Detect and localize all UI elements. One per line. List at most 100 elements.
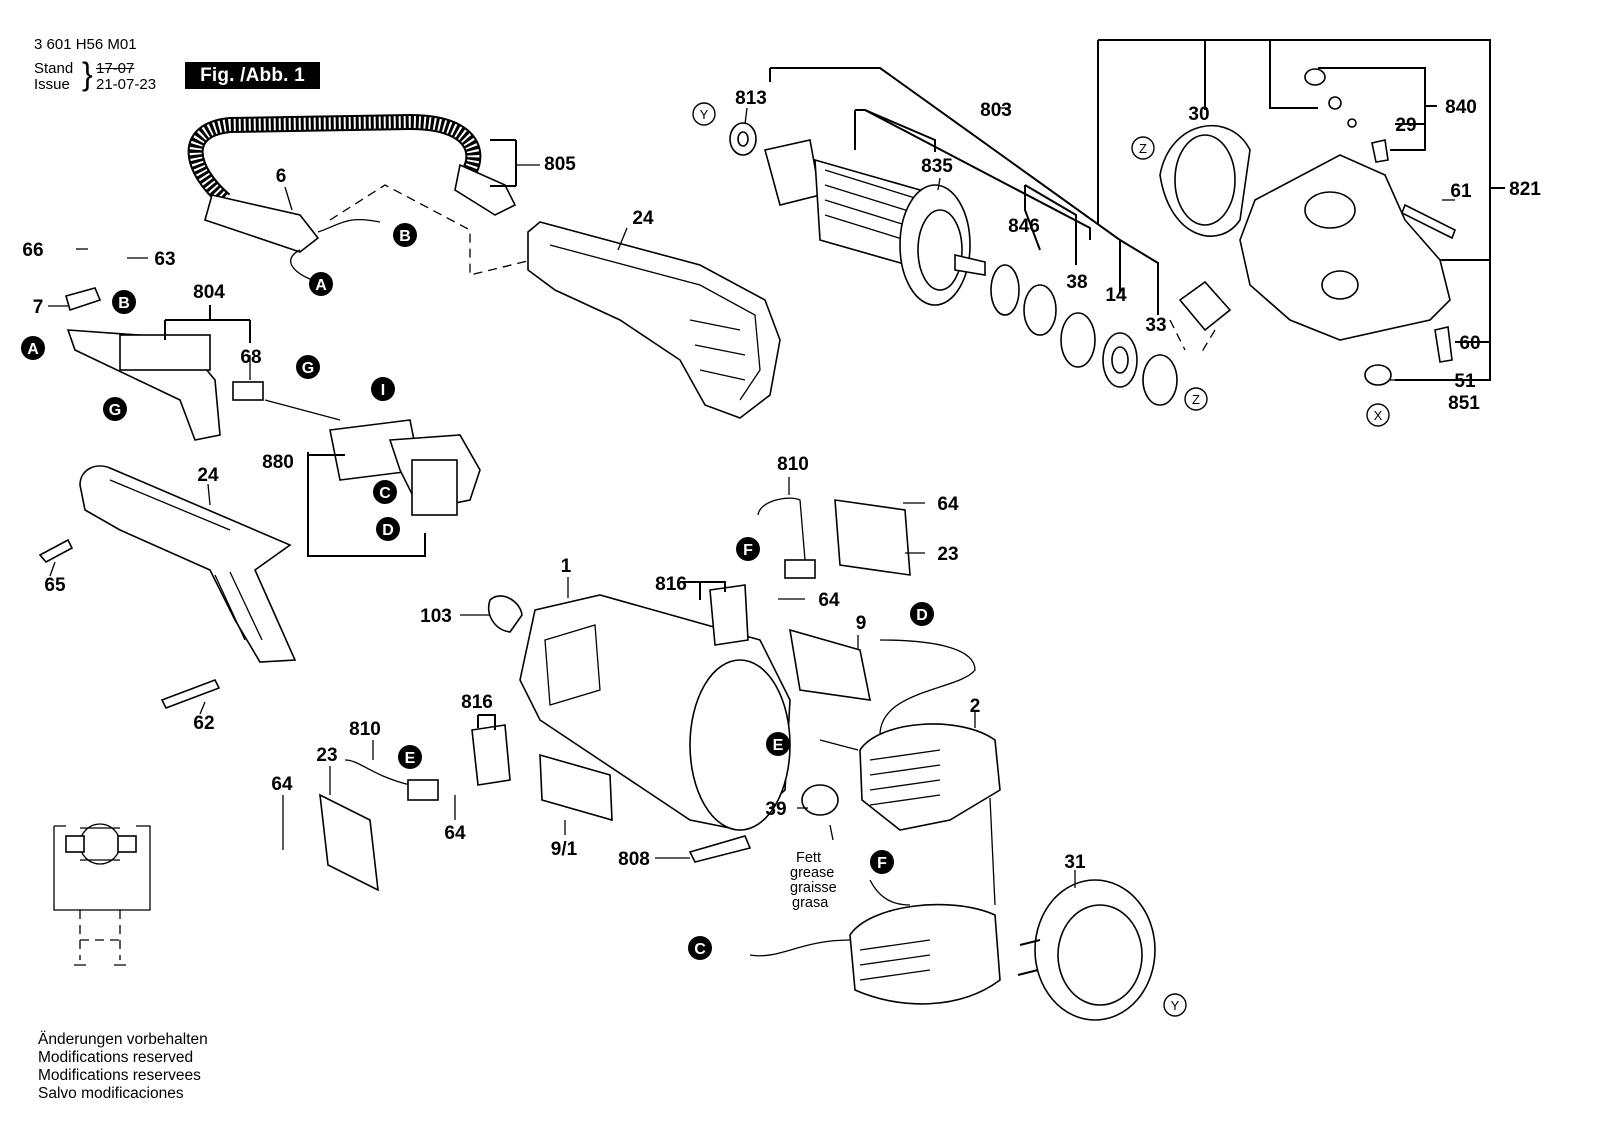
brush-cover-23-bottom-illustration	[319, 793, 379, 892]
part-number-803: 803	[980, 100, 1012, 121]
leader-lines	[48, 107, 1455, 888]
part-number-24-top: 24	[632, 208, 654, 229]
part-number-1: 1	[561, 556, 572, 577]
part-number-51: 51	[1454, 371, 1476, 392]
part-number-65: 65	[44, 575, 66, 596]
grease-note-fr: graisse	[790, 880, 837, 896]
gear-illustration	[1159, 124, 1251, 237]
connection-marker-B-switch: B	[112, 290, 136, 314]
svg-text:E: E	[773, 737, 784, 754]
part-number-808: 808	[618, 849, 650, 870]
connection-marker-E-brush: E	[398, 745, 422, 769]
wiring-schematic	[53, 823, 151, 966]
bearing-38-illustration	[1060, 312, 1096, 368]
part-number-64-mid: 64	[818, 590, 840, 611]
connection-marker-G-switch: G	[103, 397, 127, 421]
orientation-marker-X: X	[1366, 403, 1390, 427]
connection-marker-D-switch: D	[376, 517, 400, 541]
notice-en: Modifications reserved	[38, 1049, 194, 1066]
orientation-marker-Y-top: Y	[692, 102, 716, 126]
connection-marker-C-coil: C	[688, 936, 712, 960]
svg-text:A: A	[315, 277, 327, 294]
document-number: 3 601 H56 M01	[34, 36, 137, 53]
grease-note-es: grasa	[792, 895, 829, 911]
connection-marker-B-cord: B	[393, 223, 417, 247]
part-number-23-bottom: 23	[316, 745, 337, 766]
svg-text:F: F	[877, 855, 887, 872]
stand-date: 17-07	[96, 60, 135, 77]
screw-60-illustration	[1434, 326, 1453, 363]
part-number-804: 804	[193, 282, 225, 303]
brush-cover-23-top-illustration	[834, 499, 911, 576]
svg-text:C: C	[379, 485, 391, 502]
part-number-62: 62	[193, 713, 214, 734]
part-number-68: 68	[240, 347, 261, 368]
part-number-6: 6	[276, 166, 287, 187]
svg-text:F: F	[743, 542, 753, 559]
label-808-illustration	[688, 835, 752, 863]
screw-65-illustration	[38, 538, 74, 564]
part-number-821: 821	[1509, 179, 1541, 200]
part-number-9: 9	[856, 613, 867, 634]
svg-text:B: B	[118, 295, 130, 312]
part-number-30: 30	[1188, 104, 1209, 125]
part-number-31: 31	[1064, 852, 1086, 873]
part-number-9-1: 9/1	[551, 839, 578, 860]
svg-text:Y: Y	[700, 107, 709, 122]
grease-note-de: Fett	[796, 850, 821, 866]
part-number-61: 61	[1450, 181, 1472, 202]
switch-illustration	[65, 287, 481, 516]
brace-symbol: }	[82, 56, 93, 92]
side-handle-illustration	[79, 465, 297, 663]
part-number-63: 63	[154, 249, 175, 270]
part-number-38: 38	[1066, 272, 1087, 293]
bearing-flange-31-illustration	[1017, 879, 1156, 1021]
connection-marker-C-switch: C	[373, 480, 397, 504]
rear-handle-illustration	[527, 221, 781, 419]
part-number-29: 29	[1395, 115, 1416, 136]
svg-text:D: D	[382, 522, 394, 539]
spindle-nut-illustration	[1304, 68, 1326, 86]
part-number-840: 840	[1445, 97, 1477, 118]
motor-housing-illustration	[519, 594, 791, 831]
issue-date: 21-07-23	[96, 76, 157, 93]
svg-text:B: B	[399, 228, 411, 245]
connection-marker-A-switch: A	[21, 336, 45, 360]
part-number-813: 813	[735, 88, 767, 109]
connection-marker-I: I	[371, 377, 395, 401]
part-number-64-bottom: 64	[444, 823, 466, 844]
connection-marker-G-wire: G	[296, 355, 320, 379]
figure-tag: Fig. /Abb. 1	[185, 62, 320, 89]
orientation-marker-Z-seal: Z	[1184, 387, 1208, 411]
brush-holder-816-top-illustration	[709, 584, 749, 646]
svg-text:G: G	[109, 402, 121, 419]
nameplate-9-1-illustration	[539, 753, 613, 822]
svg-text:D: D	[916, 607, 928, 624]
cap-103-illustration	[488, 595, 523, 633]
grease-note-en: grease	[790, 865, 834, 881]
part-number-816-bottom: 816	[461, 692, 493, 713]
armature-illustration	[764, 139, 986, 306]
part-number-880: 880	[262, 452, 294, 473]
screw-61-illustration	[1400, 203, 1457, 240]
connection-marker-D-coil: D	[910, 602, 934, 626]
modifications-notice: Änderungen vorbehalten Modifications res…	[38, 1031, 208, 1103]
cord-routing-dashline	[329, 184, 541, 276]
part-number-846: 846	[1008, 216, 1040, 237]
notice-de: Änderungen vorbehalten	[38, 1031, 208, 1048]
part-number-851: 851	[1448, 393, 1480, 414]
issue-label: Issue	[34, 76, 70, 93]
part-number-805: 805	[544, 154, 576, 175]
part-number-103: 103	[420, 606, 452, 627]
washer-illustration	[1023, 284, 1057, 336]
seal-33-illustration	[1142, 354, 1178, 406]
part-number-14: 14	[1105, 285, 1127, 306]
field-coil-lower-illustration	[749, 879, 1001, 1005]
part-number-835: 835	[921, 156, 953, 177]
part-number-816-top: 816	[655, 574, 687, 595]
svg-text:G: G	[302, 360, 314, 377]
circlip-846-illustration	[990, 264, 1020, 316]
svg-text:X: X	[1374, 408, 1383, 423]
notice-fr: Modifications reservees	[38, 1067, 201, 1084]
